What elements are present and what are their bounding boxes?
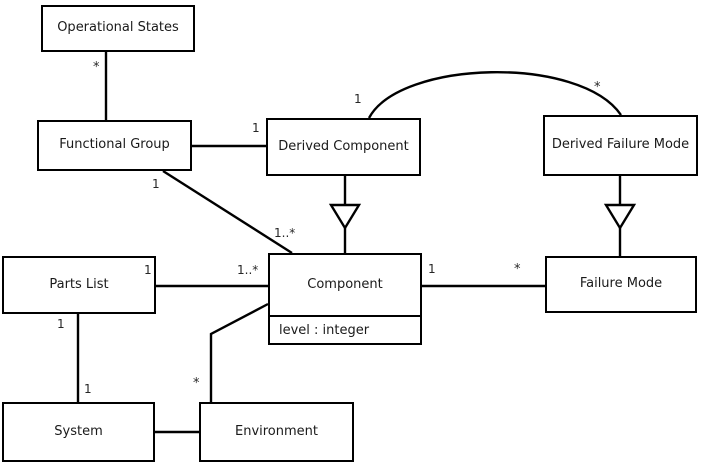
multiplicity-functional-group-derived-component: 1 <box>252 121 260 135</box>
class-name-system: System <box>54 423 103 439</box>
multiplicity-derived-failure-mode-target: * <box>594 80 601 95</box>
multiplicity-parts-list-system-target: 1 <box>84 382 92 396</box>
class-parts-list[interactable]: Parts List <box>2 256 156 314</box>
multiplicity-functional-group-component: 1 <box>152 177 160 191</box>
multiplicity-component-failure-mode-source: 1 <box>428 262 436 276</box>
class-name-parts-list: Parts List <box>49 276 109 292</box>
class-name-derived-failure-mode: Derived Failure Mode <box>551 137 690 153</box>
class-environment[interactable]: Environment <box>199 402 354 462</box>
multiplicity-derived-component-source: 1 <box>354 92 362 106</box>
edge-functional-group-component <box>162 169 293 255</box>
multiplicity-operational-states-functional-group: * <box>93 60 100 75</box>
multiplicity-component-failure-mode-target: * <box>514 262 521 277</box>
class-name-derived-component: Derived Component <box>278 138 409 154</box>
class-derived-component[interactable]: Derived Component <box>266 118 421 176</box>
class-attribute-component-level: level : integer <box>270 315 420 343</box>
class-operational-states[interactable]: Operational States <box>41 5 195 52</box>
generalization-triangle-derived-failure-mode <box>603 203 637 231</box>
edge-component-environment <box>209 302 269 402</box>
class-name-operational-states: Operational States <box>57 20 179 36</box>
multiplicity-component-from-functional-group: 1..* <box>274 226 296 240</box>
multiplicity-parts-list-system-source: 1 <box>57 317 65 331</box>
class-name-failure-mode: Failure Mode <box>579 276 663 292</box>
multiplicity-parts-list-component-source: 1 <box>144 263 152 277</box>
generalization-triangle-derived-component <box>328 203 362 231</box>
class-component[interactable]: Component level : integer <box>268 253 422 345</box>
class-name-functional-group: Functional Group <box>59 137 170 153</box>
class-name-component: Component <box>307 276 383 292</box>
multiplicity-parts-list-component-target: 1..* <box>237 263 259 277</box>
multiplicity-environment-component: * <box>193 376 200 391</box>
class-system[interactable]: System <box>2 402 155 462</box>
class-derived-failure-mode[interactable]: Derived Failure Mode <box>543 115 698 176</box>
class-name-environment: Environment <box>234 423 318 439</box>
class-functional-group[interactable]: Functional Group <box>37 120 192 171</box>
edge-derived-component-derived-failure-mode <box>367 71 622 119</box>
class-failure-mode[interactable]: Failure Mode <box>545 256 697 313</box>
